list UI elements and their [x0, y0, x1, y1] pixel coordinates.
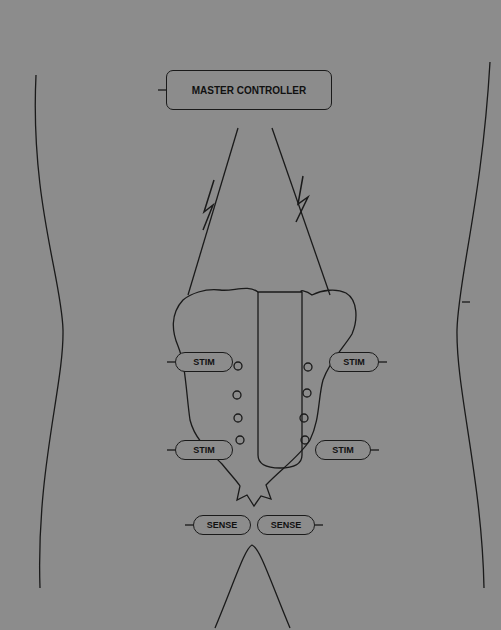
pubic-arch — [215, 545, 290, 628]
lead-wire — [315, 524, 323, 525]
box-label: SENSE — [207, 520, 238, 530]
box-label: STIM — [193, 357, 215, 367]
lightning-bolt-left — [203, 180, 214, 230]
box-label: STIM — [343, 357, 365, 367]
sensor-box: SENSE — [193, 515, 251, 535]
lead-wire — [167, 449, 175, 450]
box-label: STIM — [193, 445, 215, 455]
lightning-bolt-right — [296, 176, 308, 222]
box-label: SENSE — [271, 520, 302, 530]
wireless-link-left — [188, 128, 238, 295]
body-outline-left — [35, 75, 63, 588]
lead-wire — [167, 361, 175, 362]
box-label: STIM — [332, 445, 354, 455]
controller-box: MASTER CONTROLLER — [166, 70, 332, 110]
sensor-box: SENSE — [257, 515, 315, 535]
stimulator-box: STIM — [175, 440, 233, 460]
stimulator-box: STIM — [315, 440, 371, 460]
lead-wire — [379, 361, 387, 362]
stimulator-box: STIM — [175, 352, 233, 372]
sacrum-outline — [173, 288, 356, 506]
lead-wire — [185, 524, 193, 525]
sacral-foramina — [233, 362, 312, 444]
box-label: MASTER CONTROLLER — [192, 85, 306, 96]
wireless-link-right — [272, 128, 330, 295]
sacral-canal — [258, 292, 302, 468]
tick-mark — [462, 301, 470, 302]
lead-wire — [158, 89, 166, 90]
body-outline-right — [457, 62, 490, 588]
lead-wire — [371, 449, 379, 450]
stimulator-box: STIM — [329, 352, 379, 372]
